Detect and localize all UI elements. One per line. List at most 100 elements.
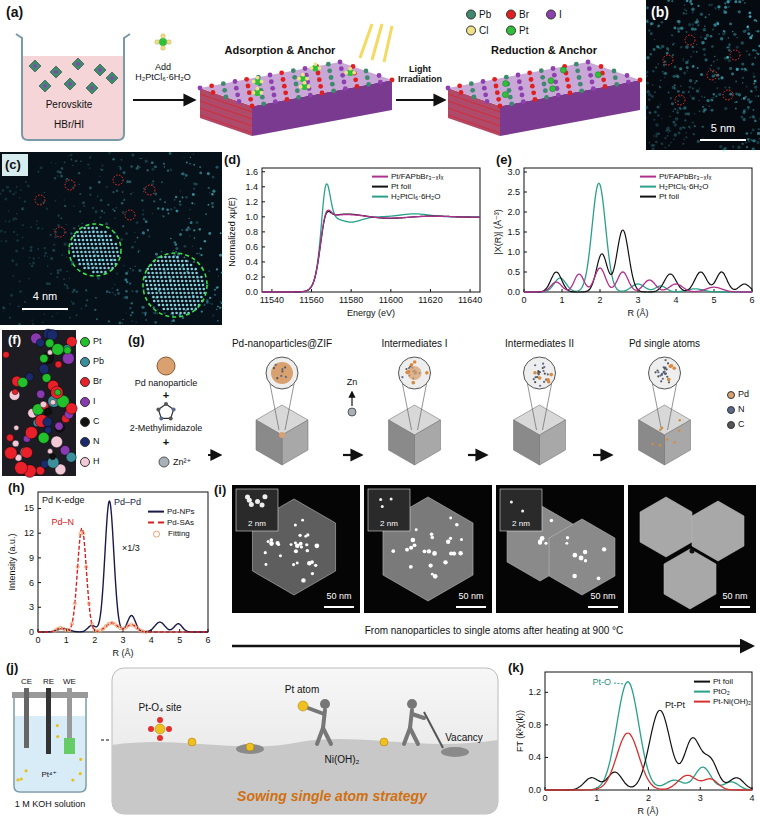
- lattice-dot: [191, 292, 194, 295]
- stem-speck: [737, 37, 738, 38]
- stem-speck: [194, 237, 196, 239]
- lattice-dot: [96, 231, 99, 234]
- pd-particle: [579, 556, 584, 561]
- pd-particle: [430, 532, 434, 536]
- stem-speck: [700, 13, 703, 16]
- stem-speck: [11, 259, 14, 262]
- stem-speck: [186, 162, 188, 164]
- stem-speck: [712, 71, 714, 73]
- atom-sphere: [42, 373, 51, 382]
- lattice-dot: [167, 288, 170, 291]
- stem-speck: [752, 49, 755, 52]
- legend-item: I: [80, 397, 96, 407]
- stem-speck: [685, 10, 687, 12]
- light-ray: [360, 24, 372, 58]
- lattice-dot: [177, 260, 180, 263]
- stem-speck: [741, 116, 744, 119]
- lattice-dot: [116, 251, 119, 254]
- lattice-dot: [163, 288, 166, 291]
- stem-speck: [701, 126, 703, 128]
- pd-particle: [290, 543, 293, 546]
- lattice-atom: [540, 75, 545, 80]
- stem-speck: [44, 247, 46, 249]
- lattice-dot: [166, 284, 169, 287]
- stem-speck: [217, 320, 219, 322]
- stem-speck: [66, 178, 68, 180]
- fit-point: [70, 622, 73, 625]
- stem-speck: [744, 2, 745, 3]
- pd-atom: [672, 366, 676, 370]
- pt-atom: [503, 81, 509, 87]
- stem-speck: [679, 127, 682, 130]
- pd-particle: [431, 536, 435, 540]
- stem-speck: [211, 193, 213, 195]
- lattice-dot: [170, 304, 173, 307]
- lattice-atom: [282, 84, 287, 89]
- figure-label: (g): [128, 333, 145, 348]
- stem-speck: [55, 163, 56, 164]
- lattice-atom: [248, 97, 253, 102]
- stem-speck: [80, 161, 82, 163]
- stem-speck: [742, 77, 744, 79]
- pd-particle: [538, 541, 542, 545]
- legend-swatch: [80, 337, 90, 347]
- lattice-atom: [527, 70, 532, 75]
- lattice-dot: [92, 271, 95, 274]
- figure-label: 0.4: [245, 257, 258, 267]
- stem-speck: [729, 6, 731, 8]
- stem-speck: [174, 207, 176, 209]
- particle-marker: [69, 224, 121, 276]
- lattice-atom: [590, 80, 595, 85]
- framework-atom: [654, 371, 656, 373]
- lattice-dot: [111, 247, 114, 250]
- o-atom: [148, 726, 154, 732]
- stem-speck: [674, 123, 677, 126]
- stem-speck: [29, 257, 31, 259]
- lattice-dot: [157, 300, 160, 303]
- lattice-atom: [566, 84, 571, 89]
- tick: [545, 724, 548, 725]
- stem-speck: [722, 32, 725, 35]
- lattice-dot: [71, 247, 74, 250]
- pd-particle: [443, 560, 447, 564]
- atom-sphere: [55, 423, 64, 432]
- stem-speck: [101, 210, 104, 213]
- stem-speck: [691, 23, 693, 25]
- lattice-dot: [114, 259, 117, 262]
- tick: [262, 261, 265, 262]
- stem-speck: [66, 287, 69, 290]
- arrow: [208, 454, 220, 456]
- stem-speck: [153, 200, 155, 202]
- lattice-dot: [197, 280, 200, 283]
- stem-speck: [674, 84, 676, 86]
- lattice-dot: [167, 292, 170, 295]
- tick: [430, 289, 431, 292]
- haadf-image: [364, 485, 492, 613]
- lattice-dot: [192, 276, 195, 279]
- figure-label: 15: [24, 503, 34, 513]
- counter-electrode: [24, 688, 29, 748]
- slab-top: [448, 62, 640, 106]
- stem-speck: [718, 78, 720, 80]
- cl-atom: [155, 40, 159, 44]
- figure-label: (f): [8, 333, 21, 348]
- stem-speck: [71, 301, 72, 302]
- stem-speck: [701, 41, 704, 44]
- inset: [368, 489, 410, 531]
- stem-speck: [211, 303, 213, 305]
- legend-swatch: [466, 25, 476, 35]
- stem-speck: [66, 224, 67, 225]
- lattice-dot: [166, 304, 169, 307]
- lattice-dot: [95, 267, 98, 270]
- lattice-atom: [244, 77, 249, 82]
- stem-speck: [20, 189, 22, 191]
- stem-speck: [209, 297, 211, 299]
- stem-speck: [141, 158, 142, 159]
- pd-particle: [566, 536, 569, 539]
- stem-speck: [728, 98, 729, 99]
- legend-item: N: [80, 437, 100, 447]
- stem-speck: [209, 192, 211, 194]
- cl-atom: [161, 34, 165, 38]
- stem-speck: [660, 79, 662, 81]
- lattice-dot: [201, 280, 204, 283]
